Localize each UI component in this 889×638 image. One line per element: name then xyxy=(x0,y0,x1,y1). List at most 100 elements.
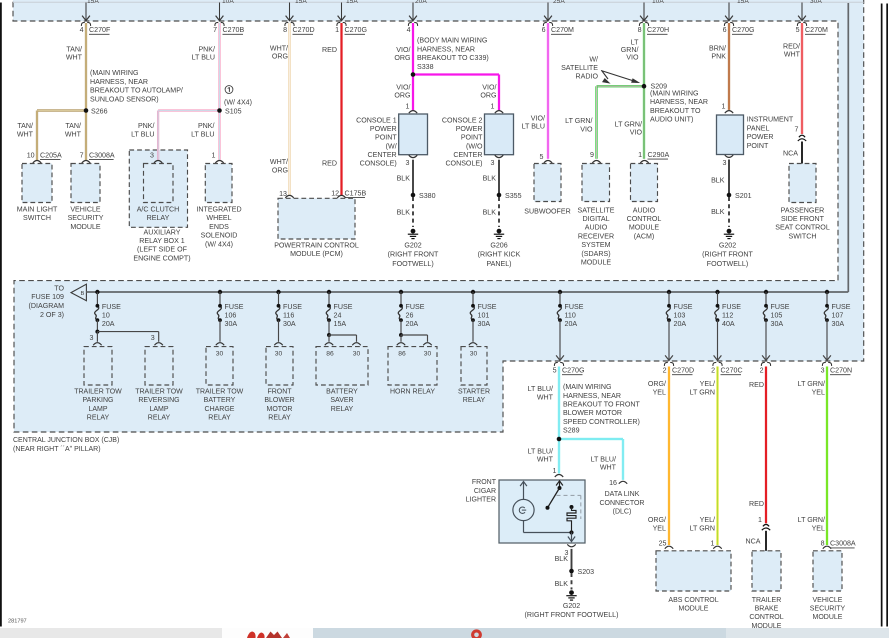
svg-text:2: 2 xyxy=(760,366,764,374)
svg-text:(W/: (W/ xyxy=(386,142,397,150)
svg-text:RELAY: RELAY xyxy=(87,415,110,422)
svg-text:(MAIN WIRING: (MAIN WIRING xyxy=(650,89,698,97)
svg-text:YEL: YEL xyxy=(812,524,825,532)
svg-text:30A: 30A xyxy=(810,0,822,5)
svg-text:FUSE: FUSE xyxy=(283,303,302,311)
svg-text:G206: G206 xyxy=(490,241,507,249)
svg-text:G202: G202 xyxy=(563,602,580,610)
svg-text:POINT: POINT xyxy=(375,134,397,142)
svg-text:(RIGHT FRONT: (RIGHT FRONT xyxy=(702,251,753,259)
svg-text:1: 1 xyxy=(711,540,715,548)
svg-text:C270G: C270G xyxy=(345,26,367,34)
svg-text:RELAY: RELAY xyxy=(331,406,354,413)
svg-text:12: 12 xyxy=(331,189,339,197)
svg-text:3: 3 xyxy=(491,159,495,167)
svg-text:SWITCH: SWITCH xyxy=(23,214,51,222)
svg-text:15A: 15A xyxy=(346,0,358,5)
svg-text:15A: 15A xyxy=(334,320,347,328)
svg-text:FUSE: FUSE xyxy=(102,303,121,311)
svg-text:LT GRN/: LT GRN/ xyxy=(565,117,592,125)
svg-text:LT BLU/: LT BLU/ xyxy=(528,447,553,455)
svg-text:FUSE: FUSE xyxy=(722,303,741,311)
svg-text:VIO: VIO xyxy=(630,129,643,137)
svg-text:SWITCH: SWITCH xyxy=(789,232,817,240)
svg-text:BATTERY: BATTERY xyxy=(204,397,236,404)
svg-text:WHT: WHT xyxy=(537,455,554,463)
svg-text:BLK: BLK xyxy=(397,174,411,182)
svg-text:POINT: POINT xyxy=(747,142,769,150)
svg-text:VIO: VIO xyxy=(580,125,593,133)
svg-text:30: 30 xyxy=(353,350,361,357)
svg-text:(BODY MAIN WIRING: (BODY MAIN WIRING xyxy=(417,37,487,45)
svg-text:SUNLOAD SENSOR): SUNLOAD SENSOR) xyxy=(90,95,159,103)
svg-text:MOTOR: MOTOR xyxy=(267,406,293,413)
svg-text:AUXILIARY: AUXILIARY xyxy=(144,228,181,236)
svg-text:SATELLITE: SATELLITE xyxy=(578,206,615,214)
svg-text:MODULE: MODULE xyxy=(752,623,782,630)
svg-text:25: 25 xyxy=(659,540,667,548)
svg-text:25A: 25A xyxy=(553,0,565,5)
svg-text:W/: W/ xyxy=(589,55,598,63)
svg-text:13: 13 xyxy=(279,190,287,198)
svg-text:8: 8 xyxy=(283,26,287,34)
svg-text:SECURITY: SECURITY xyxy=(68,214,104,222)
svg-text:YEL: YEL xyxy=(653,524,666,532)
svg-text:LT GRN/: LT GRN/ xyxy=(798,380,825,388)
svg-text:POWER: POWER xyxy=(370,125,397,133)
svg-text:C205A: C205A xyxy=(40,151,62,159)
svg-text:VIO/: VIO/ xyxy=(531,114,545,122)
svg-text:106: 106 xyxy=(225,312,237,320)
svg-text:1: 1 xyxy=(722,102,726,110)
svg-text:WHT/: WHT/ xyxy=(270,158,288,166)
svg-text:30A: 30A xyxy=(832,320,845,328)
svg-text:20A: 20A xyxy=(415,0,427,5)
svg-text:CENTER: CENTER xyxy=(368,151,397,159)
svg-text:WHT: WHT xyxy=(17,130,34,138)
svg-text:WHT: WHT xyxy=(66,54,83,62)
svg-text:LT BLU: LT BLU xyxy=(191,130,214,138)
svg-text:MODULE (PCM): MODULE (PCM) xyxy=(290,250,343,258)
svg-text:40A: 40A xyxy=(722,320,735,328)
svg-text:110: 110 xyxy=(565,312,576,320)
svg-text:DIGITAL: DIGITAL xyxy=(582,215,609,223)
svg-text:(RIGHT FRONT FOOTWELL): (RIGHT FRONT FOOTWELL) xyxy=(525,611,619,619)
svg-text:DATA LINK: DATA LINK xyxy=(605,491,640,498)
svg-text:SAVER: SAVER xyxy=(330,397,353,404)
svg-text:VIO/: VIO/ xyxy=(482,83,496,91)
svg-text:CONSOLE): CONSOLE) xyxy=(360,159,397,167)
svg-text:C3008A: C3008A xyxy=(89,151,115,159)
svg-text:CENTRAL JUNCTION BOX (CJB): CENTRAL JUNCTION BOX (CJB) xyxy=(13,437,119,444)
svg-text:C270G: C270G xyxy=(562,366,584,374)
svg-text:LT BLU: LT BLU xyxy=(522,123,545,131)
svg-text:1: 1 xyxy=(212,151,216,159)
svg-text:WHT/: WHT/ xyxy=(270,44,288,52)
svg-text:7: 7 xyxy=(795,125,799,133)
svg-text:FUSE: FUSE xyxy=(674,303,693,311)
svg-text:3: 3 xyxy=(723,159,727,167)
svg-text:105: 105 xyxy=(771,312,783,320)
svg-text:10: 10 xyxy=(102,312,110,320)
svg-text:C270D: C270D xyxy=(293,26,315,34)
svg-text:ORG/: ORG/ xyxy=(648,516,666,524)
svg-text:CIGAR: CIGAR xyxy=(474,488,496,495)
svg-text:BATTERY: BATTERY xyxy=(326,388,358,395)
svg-text:LAMP: LAMP xyxy=(149,406,168,413)
svg-text:1: 1 xyxy=(335,26,339,34)
svg-text:VIO/: VIO/ xyxy=(396,46,410,54)
svg-text:ORG: ORG xyxy=(480,92,496,100)
svg-text:MODULE: MODULE xyxy=(70,223,101,231)
svg-text:(DLC): (DLC) xyxy=(613,509,632,516)
svg-text:VEHICLE: VEHICLE xyxy=(70,205,101,213)
svg-text:SECURITY: SECURITY xyxy=(810,606,846,613)
svg-text:HARNESS, NEAR: HARNESS, NEAR xyxy=(563,392,621,400)
svg-text:BLK: BLK xyxy=(483,174,497,182)
svg-text:AUDIO UNIT): AUDIO UNIT) xyxy=(650,116,693,124)
svg-text:S209: S209 xyxy=(651,82,668,90)
svg-text:1: 1 xyxy=(553,467,557,475)
svg-text:S201: S201 xyxy=(735,192,752,200)
svg-text:LAMP: LAMP xyxy=(88,406,107,413)
svg-text:S105: S105 xyxy=(225,107,242,115)
svg-text:YEL/: YEL/ xyxy=(700,380,715,388)
svg-text:HARNESS, NEAR: HARNESS, NEAR xyxy=(90,78,148,86)
svg-text:16: 16 xyxy=(609,479,617,487)
